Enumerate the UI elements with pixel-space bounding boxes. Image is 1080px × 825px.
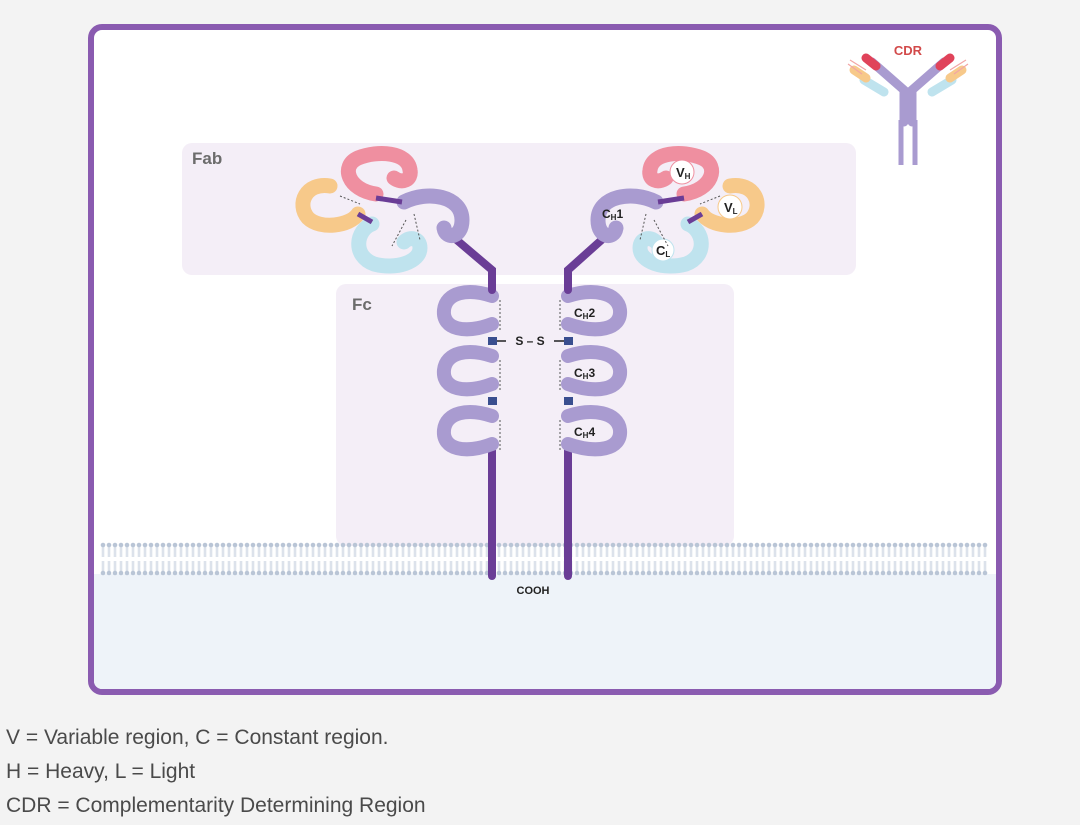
heavy-chain-right: CH2 CH3 CH4: [561, 232, 627, 580]
cl-domain-left: [351, 216, 428, 274]
svg-text:CH4: CH4: [574, 425, 595, 440]
ch2-domain-right: CH2: [561, 285, 627, 337]
ch4-domain-right: CH4: [561, 405, 627, 457]
svg-text:CL: CL: [656, 243, 670, 259]
svg-text:VH: VH: [676, 165, 691, 181]
ch1-domain-right: CH1: [590, 188, 664, 243]
cdr-antibody-icon: CDR: [847, 43, 969, 165]
fc-region-box: [336, 284, 734, 546]
antibody-diagram-frame: Fab Fc CH2 CH3: [88, 24, 1002, 695]
svg-text:VL: VL: [724, 200, 738, 216]
vl-domain-left: [295, 178, 366, 233]
hinge-right: [564, 232, 610, 294]
fc-region-label: Fc: [352, 295, 372, 314]
vh-domain-right: VH: [642, 146, 720, 202]
antibody-diagram: Fab Fc CH2 CH3: [94, 43, 996, 689]
legend-cdr: CDR = Complementarity Determining Region: [6, 794, 426, 817]
vl-domain-right: VL: [694, 178, 765, 233]
cdr-label: CDR: [894, 43, 923, 58]
legend-heavy-light: H = Heavy, L = Light: [6, 760, 196, 783]
heavy-chain-left: [437, 232, 499, 580]
cytoplasm-area: [94, 574, 996, 689]
ch2-domain-left: [437, 285, 499, 337]
cooh-terminus-label: COOH: [517, 585, 550, 597]
cell-membrane: [100, 541, 988, 577]
fab-region-label: Fab: [192, 149, 222, 168]
hinge-left: [448, 232, 496, 294]
legend-variable-constant: V = Variable region, C = Constant region…: [6, 726, 389, 749]
fab-arm-right: VH VL CH1 CL: [590, 146, 765, 274]
svg-text:CH3: CH3: [574, 366, 595, 381]
svg-text:CH2: CH2: [574, 306, 595, 321]
ch3-domain-left: [437, 345, 499, 397]
vh-domain-left: [340, 146, 418, 202]
disulfide-bridge: S – S: [497, 334, 564, 348]
interdomain-bonds: [499, 300, 561, 450]
ch3-domain-right: CH3: [561, 345, 627, 397]
ch4-domain-left: [437, 405, 499, 457]
svg-text:CH1: CH1: [602, 207, 623, 222]
svg-text:S – S: S – S: [515, 334, 544, 348]
cl-domain-right: CL: [632, 216, 709, 274]
ch1-domain-left: [396, 188, 470, 243]
fab-arm-left: [295, 146, 470, 274]
